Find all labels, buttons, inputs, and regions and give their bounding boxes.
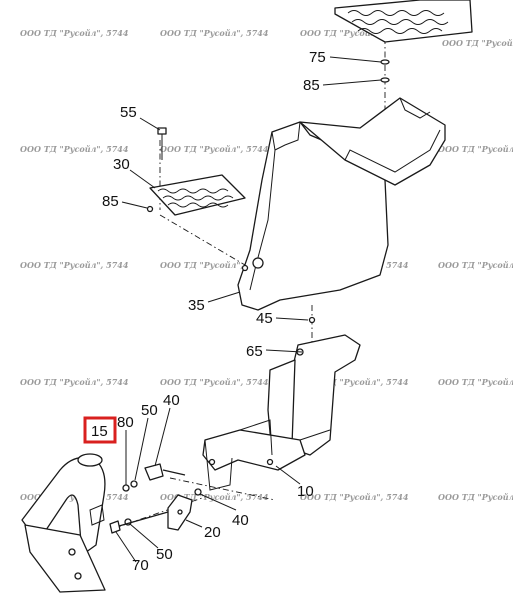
callout-75: 75 bbox=[309, 49, 326, 66]
step-box-bolt-hole-small bbox=[241, 264, 249, 272]
watermark-text: ООО ТД "Русойл", 5744 bbox=[160, 144, 269, 154]
washer-75 bbox=[380, 59, 390, 65]
callout-40-upper: 40 bbox=[163, 392, 180, 409]
bracket-hole bbox=[266, 458, 274, 466]
clamp-plate-20 bbox=[167, 494, 193, 531]
watermark-text: ООО ТД "Русойл", 5744 bbox=[160, 28, 269, 38]
watermark-text: ООО ТД "Русойл", 5744 bbox=[160, 260, 269, 270]
callout-85-top: 85 bbox=[303, 77, 320, 94]
bolt-70 bbox=[109, 511, 169, 534]
step-plate-middle bbox=[149, 174, 246, 216]
leader-35 bbox=[207, 291, 241, 303]
callout-50-lower: 50 bbox=[156, 546, 173, 563]
leader-45 bbox=[275, 317, 309, 321]
callout-70: 70 bbox=[132, 557, 149, 574]
callout-45: 45 bbox=[256, 310, 273, 327]
bent-tube-end bbox=[77, 453, 103, 467]
step-plate-middle-body bbox=[149, 174, 246, 216]
step-box-bolt-hole bbox=[252, 257, 264, 269]
watermark-text: ООО ТД "Русойл", 5744 bbox=[438, 144, 513, 154]
callout-15: 15 bbox=[91, 423, 108, 440]
watermark-text: ООО ТД "Русойл", 5744 bbox=[300, 492, 409, 502]
watermark-text: ООО ТД "Русойл", 5744 bbox=[20, 144, 129, 154]
callout-35: 35 bbox=[188, 297, 205, 314]
callout-65: 65 bbox=[246, 343, 263, 360]
washer-85 bbox=[380, 77, 390, 83]
leader-20 bbox=[185, 519, 203, 528]
leader-55 bbox=[139, 117, 161, 131]
leader-85-top bbox=[322, 79, 382, 86]
leader-50-lower bbox=[129, 523, 159, 549]
leader-70 bbox=[115, 531, 137, 563]
callout-85-mid: 85 bbox=[102, 193, 119, 210]
leader-40-lower bbox=[199, 493, 237, 511]
watermark-text: ООО ТД "Русойл", 5744 bbox=[438, 377, 513, 387]
leader-85-mid bbox=[121, 201, 148, 209]
clamp-plate-hole bbox=[177, 509, 183, 515]
leader-65 bbox=[265, 349, 303, 353]
step-plate-top-tread bbox=[347, 10, 449, 34]
bolt-40 bbox=[144, 463, 186, 481]
watermark-text: ООО ТД "Русойл", 5744 bbox=[160, 492, 269, 502]
bent-tube-hole bbox=[68, 548, 76, 556]
leader-40-upper bbox=[154, 407, 171, 467]
step-box-tray-rim bbox=[344, 97, 441, 173]
bent-tube-15 bbox=[21, 453, 106, 593]
mounting-bracket bbox=[202, 334, 361, 491]
callout-80: 80 bbox=[117, 414, 134, 431]
watermark-text: ООО ТД "Русойл", 5744 bbox=[442, 38, 513, 48]
nut-80 bbox=[122, 484, 130, 492]
bolt-45-part bbox=[308, 316, 316, 324]
bent-tube-clamp bbox=[89, 504, 105, 526]
leader-50-upper bbox=[134, 417, 149, 481]
bolt-55-head bbox=[157, 127, 167, 135]
callout-labels: 75 85 55 30 85 35 45 65 80 50 40 10 40 2… bbox=[83, 49, 326, 574]
nut-40-lower bbox=[194, 488, 202, 496]
bracket-detail-lines bbox=[204, 419, 331, 491]
step-plate-top bbox=[334, 0, 473, 43]
callout-55: 55 bbox=[120, 104, 137, 121]
callout-30: 30 bbox=[113, 156, 130, 173]
axis-line bbox=[169, 477, 276, 501]
watermark-text: ООО ТД "Русойл", 5744 bbox=[300, 28, 409, 38]
step-box-side-edge bbox=[249, 121, 301, 291]
callout-50-upper: 50 bbox=[141, 402, 158, 419]
callout-10: 10 bbox=[297, 483, 314, 500]
leader-10 bbox=[275, 465, 301, 485]
watermark-text: ООО ТД "Русойл", 5744 bbox=[160, 377, 269, 387]
bolt-55 bbox=[157, 127, 167, 160]
highlight-box-15 bbox=[83, 416, 117, 444]
callout-20: 20 bbox=[204, 524, 221, 541]
leader-30 bbox=[129, 169, 156, 189]
bracket-hole bbox=[208, 458, 216, 466]
watermark-text: ООО ТД "Русойл", 5744 bbox=[438, 260, 513, 270]
bent-tube-base-plate bbox=[24, 524, 106, 593]
washer-85-middle bbox=[146, 205, 154, 213]
axis-line bbox=[159, 214, 246, 266]
fastener-group-upper bbox=[122, 463, 186, 492]
watermark-text: ООО ТД "Русойл", 5744 bbox=[438, 492, 513, 502]
bent-tube-hole bbox=[74, 572, 82, 580]
leader-lines bbox=[115, 56, 382, 563]
washer-50 bbox=[130, 480, 138, 488]
leader-75 bbox=[329, 56, 382, 63]
step-plate-top-body bbox=[334, 0, 473, 43]
step-box-housing bbox=[237, 97, 446, 311]
callout-40-lower: 40 bbox=[232, 512, 249, 529]
watermark-text: ООО ТД "Русойл", 5744 bbox=[20, 377, 129, 387]
step-plate-middle-tread bbox=[157, 188, 234, 208]
watermark-text: ООО ТД "Русойл", 5744 bbox=[20, 28, 129, 38]
watermark-text: ООО ТД "Русойл", 5744 bbox=[300, 377, 409, 387]
watermark-text: ООО ТД "Русойл", 5744 bbox=[20, 260, 129, 270]
